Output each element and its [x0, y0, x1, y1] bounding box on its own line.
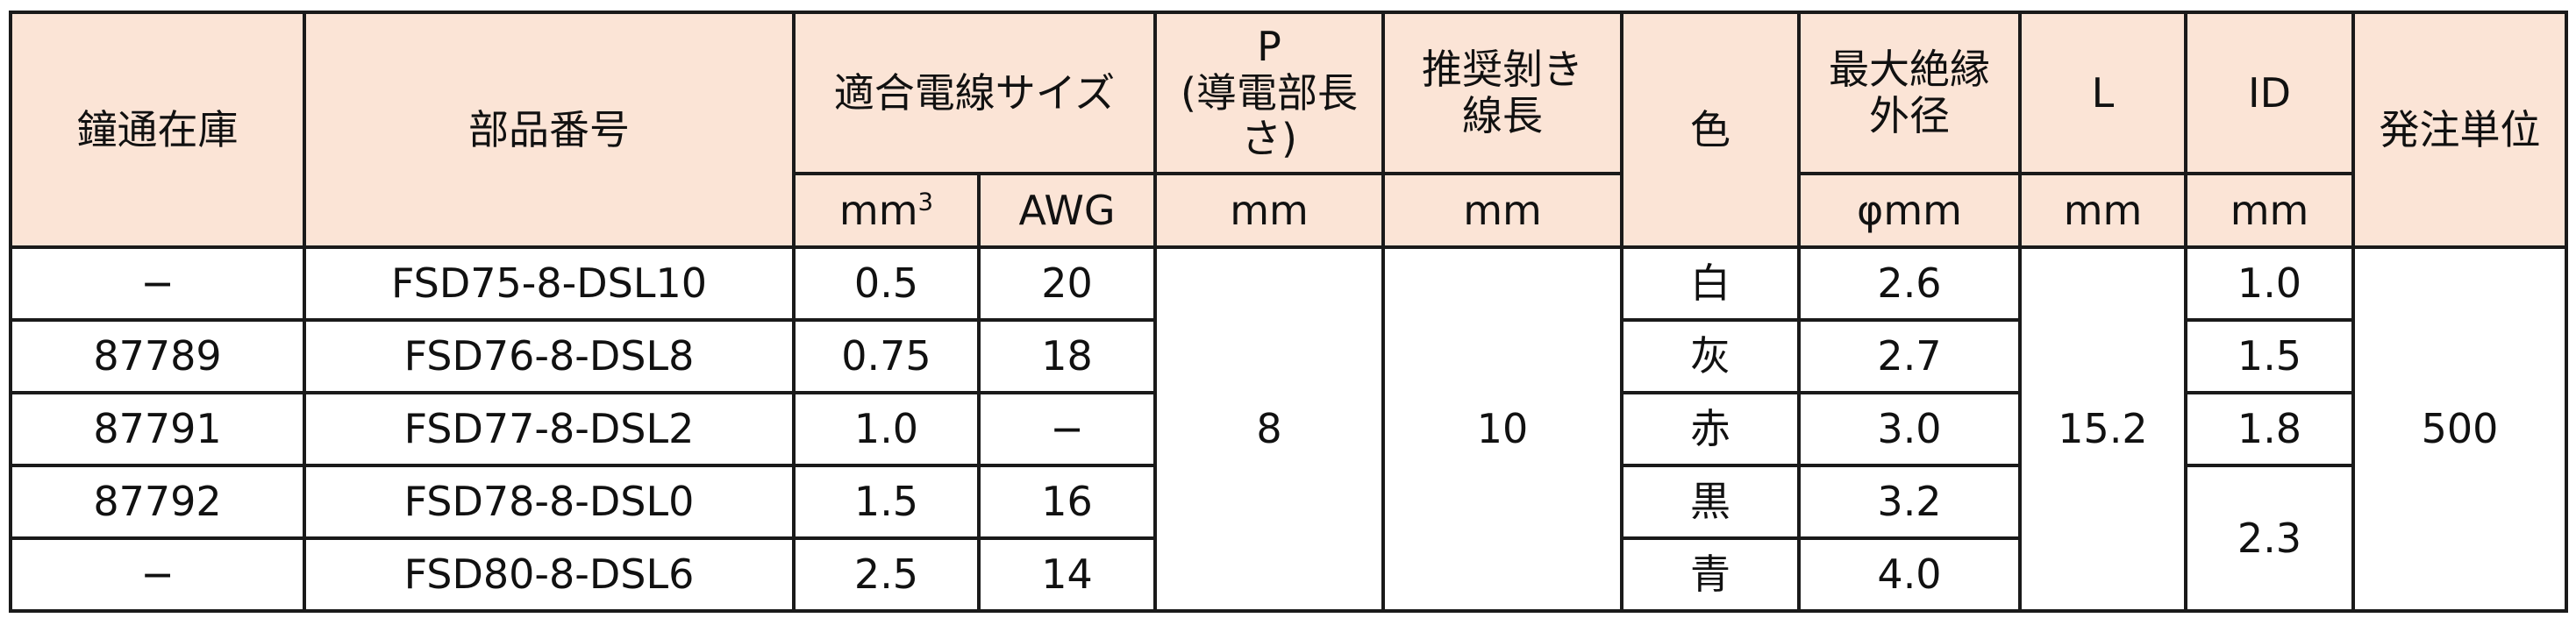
- cell-mm2: 2.5: [792, 536, 981, 613]
- unit-od: φmm: [1797, 172, 2022, 249]
- cell-awg: 14: [977, 536, 1157, 613]
- cell-part-number: FSD76-8-DSL8: [303, 318, 796, 394]
- cell-id-merged: 2.3: [2184, 464, 2355, 613]
- unit-strip: mm: [1381, 172, 1623, 249]
- spec-table: 鐘通在庫 部品番号 適合電線サイズ P (導電部長 さ) 推奨剝き 線長 色 最…: [9, 11, 2568, 613]
- header-p-line3: さ): [1241, 115, 1297, 163]
- cell-awg: 20: [977, 245, 1157, 322]
- cell-color: 青: [1620, 536, 1801, 613]
- header-max-od-line2: 外径: [1869, 92, 1950, 139]
- unit-id: mm: [2184, 172, 2355, 249]
- header-max-od: 最大絶縁 外径: [1797, 11, 2022, 175]
- header-order-unit: 発注単位: [2351, 11, 2568, 249]
- unit-mm-cubed: mm3: [792, 172, 981, 249]
- unit-mm-sup: 3: [917, 187, 934, 217]
- header-max-od-line1: 最大絶縁: [1829, 46, 1990, 94]
- header-stock: 鐘通在庫: [9, 11, 306, 249]
- table-row: 87792 FSD78-8-DSL0 1.5 16 黒 3.2 2.3: [9, 464, 2566, 613]
- cell-color: 白: [1620, 245, 1801, 322]
- cell-id: 1.0: [2184, 245, 2355, 322]
- unit-awg: AWG: [977, 172, 1157, 249]
- header-id: ID: [2184, 11, 2355, 175]
- table-row: 87789 FSD76-8-DSL8 0.75 18 灰 2.7 1.5: [9, 318, 2566, 394]
- cell-mm2: 0.75: [792, 318, 981, 394]
- cell-part-number: FSD77-8-DSL2: [303, 391, 796, 467]
- cell-part-number: FSD78-8-DSL0: [303, 464, 796, 540]
- cell-id: 1.8: [2184, 391, 2355, 467]
- cell-part-number: FSD80-8-DSL6: [303, 536, 796, 613]
- cell-color: 黒: [1620, 464, 1801, 540]
- header-strip-length: 推奨剝き 線長: [1381, 11, 1623, 175]
- cell-order-unit-merged: 500: [2351, 245, 2568, 613]
- header-p-line2: (導電部長: [1181, 68, 1358, 117]
- header-p: P (導電部長 さ): [1153, 11, 1385, 175]
- cell-stock: −: [9, 536, 306, 613]
- cell-max-od: 2.7: [1797, 318, 2022, 394]
- header-part-number: 部品番号: [303, 11, 796, 249]
- cell-max-od: 4.0: [1797, 536, 2022, 613]
- cell-l-merged: 15.2: [2018, 245, 2187, 613]
- cell-part-number: FSD75-8-DSL10: [303, 245, 796, 322]
- cell-stock: −: [9, 245, 306, 322]
- header-p-line1: P: [1257, 22, 1281, 70]
- header-strip-line2: 線長: [1462, 92, 1543, 139]
- header-wire-size: 適合電線サイズ: [792, 11, 1157, 175]
- header-strip-line1: 推奨剝き: [1422, 46, 1583, 94]
- units-row: mm3 AWG mm mm φmm mm mm: [11, 172, 2566, 249]
- header-l: L: [2018, 11, 2187, 175]
- cell-color: 赤: [1620, 391, 1801, 467]
- unit-p: mm: [1153, 172, 1385, 249]
- cell-stock: 87792: [9, 464, 306, 540]
- cell-max-od: 2.6: [1797, 245, 2022, 322]
- table-row: − FSD75-8-DSL10 0.5 20 8 10 白 2.6 15.2 1…: [9, 245, 2568, 613]
- cell-color: 灰: [1620, 318, 1801, 394]
- unit-mm-base: mm: [838, 186, 918, 234]
- header-row: 鐘通在庫 部品番号 適合電線サイズ P (導電部長 さ) 推奨剝き 線長 色 最…: [9, 11, 2568, 249]
- cell-max-od: 3.0: [1797, 391, 2022, 467]
- cell-awg: 18: [977, 318, 1157, 394]
- cell-stock: 87789: [9, 318, 306, 394]
- cell-awg: 16: [977, 464, 1157, 540]
- cell-mm2: 1.5: [792, 464, 981, 540]
- table-row: − FSD80-8-DSL6 2.5 14 青 4.0: [9, 536, 2566, 613]
- cell-max-od: 3.2: [1797, 464, 2022, 540]
- table-row: 87791 FSD77-8-DSL2 1.0 − 赤 3.0 1.8: [9, 391, 2566, 467]
- cell-mm2: 1.0: [792, 391, 981, 467]
- cell-id: 1.5: [2184, 318, 2355, 394]
- cell-stock: 87791: [9, 391, 306, 467]
- unit-l: mm: [2018, 172, 2187, 249]
- cell-mm2: 0.5: [792, 245, 981, 322]
- header-color: 色: [1620, 11, 1801, 249]
- cell-strip-merged: 10: [1381, 245, 1623, 613]
- cell-awg: −: [977, 391, 1157, 467]
- cell-p-merged: 8: [1153, 245, 1385, 613]
